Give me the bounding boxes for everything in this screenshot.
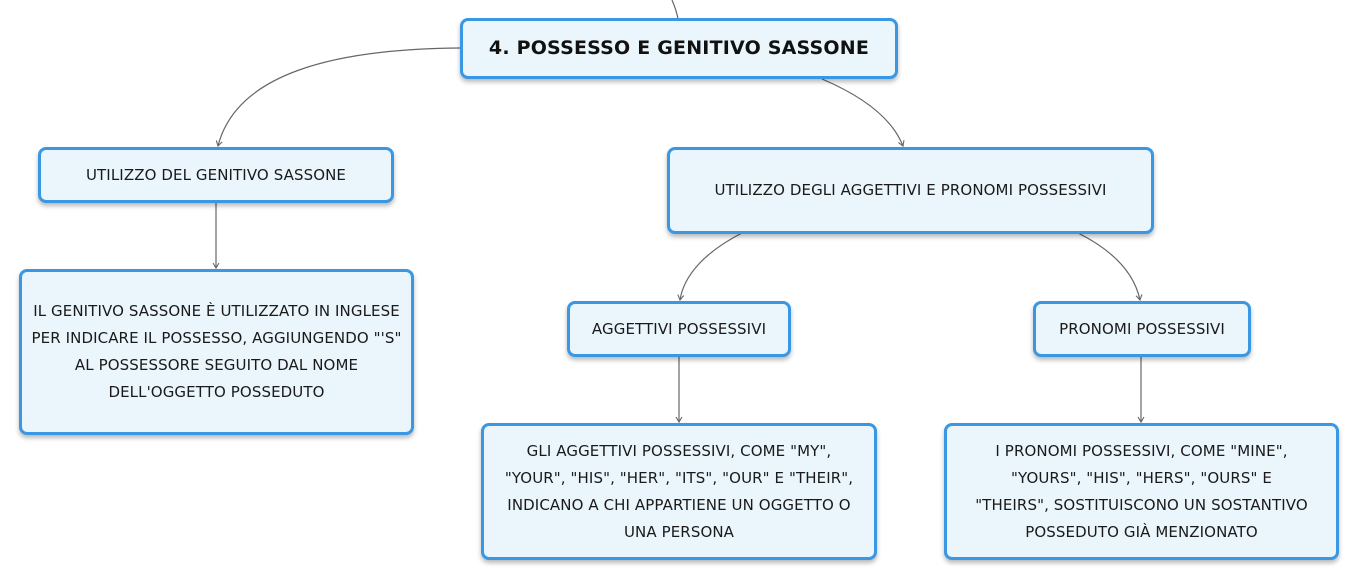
genitive-detail-text: IL GENITIVO SASSONE È UTILIZZATO IN INGL… bbox=[31, 302, 402, 401]
root-topic-label: 4. POSSESSO E GENITIVO SASSONE bbox=[488, 37, 870, 59]
connector-possessives-to-adjectives bbox=[677, 232, 743, 302]
genitive-usage-label: UTILIZZO DEL GENITIVO SASSONE bbox=[85, 165, 347, 184]
connector-root-to-genitive bbox=[215, 47, 461, 148]
connector-root-to-possessives bbox=[821, 78, 905, 147]
connector-incoming-root bbox=[671, 0, 679, 20]
root-topic-node[interactable]: 4. POSSESSO E GENITIVO SASSONE bbox=[460, 18, 898, 79]
genitive-detail-node[interactable]: IL GENITIVO SASSONE È UTILIZZATO IN INGL… bbox=[19, 269, 414, 435]
possessive-adjectives-detail-node[interactable]: GLI AGGETTIVI POSSESSIVI, COME "MY", "YO… bbox=[481, 423, 877, 560]
connector-possessives-to-pronouns bbox=[1077, 232, 1143, 302]
possessives-usage-node[interactable]: UTILIZZO DEGLI AGGETTIVI E PRONOMI POSSE… bbox=[667, 147, 1154, 234]
possessives-usage-label: UTILIZZO DEGLI AGGETTIVI E PRONOMI POSSE… bbox=[714, 181, 1107, 199]
possessive-adjectives-node[interactable]: AGGETTIVI POSSESSIVI bbox=[567, 301, 791, 357]
possessive-pronouns-detail-text: I PRONOMI POSSESSIVI, COME "MINE", "YOUR… bbox=[975, 441, 1308, 541]
possessive-pronouns-node[interactable]: PRONOMI POSSESSIVI bbox=[1033, 301, 1251, 357]
possessive-pronouns-detail-node[interactable]: I PRONOMI POSSESSIVI, COME "MINE", "YOUR… bbox=[944, 423, 1339, 560]
possessive-adjectives-label: AGGETTIVI POSSESSIVI bbox=[591, 319, 767, 338]
genitive-usage-node[interactable]: UTILIZZO DEL GENITIVO SASSONE bbox=[38, 147, 394, 203]
possessive-adjectives-detail-text: GLI AGGETTIVI POSSESSIVI, COME "MY", "YO… bbox=[504, 441, 854, 541]
possessive-pronouns-label: PRONOMI POSSESSIVI bbox=[1059, 319, 1225, 338]
